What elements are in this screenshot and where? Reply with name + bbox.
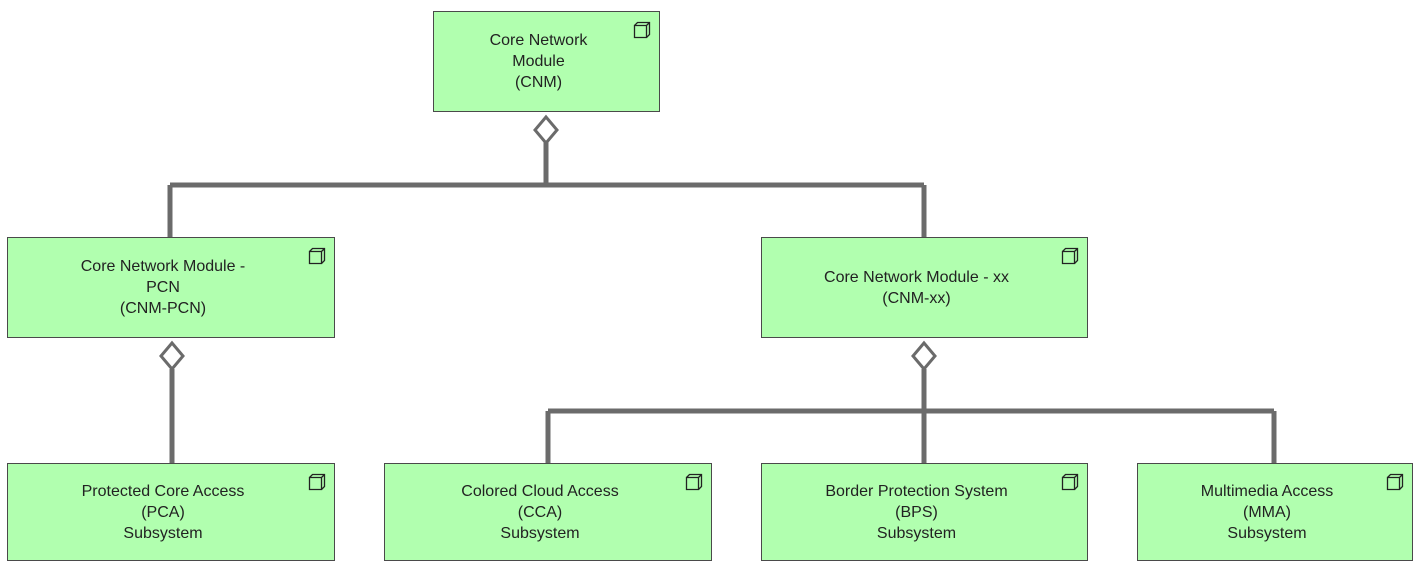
- node-cca[interactable]: Colored Cloud Access (CCA) Subsystem: [384, 463, 712, 561]
- node-label-line: Multimedia Access: [1200, 482, 1334, 500]
- node-label: Core Network Module (CNM): [484, 30, 610, 93]
- node-label-line: (BPS): [895, 503, 938, 521]
- node-label-line: (PCA): [141, 503, 185, 521]
- node-label: Core Network Module - xx (CNM-xx): [818, 267, 1031, 309]
- aggregation-cnm-pcn[interactable]: [159, 340, 185, 464]
- node-label-line: Core Network Module - xx: [824, 268, 1009, 286]
- component-box-icon: [1386, 473, 1404, 491]
- node-cnm[interactable]: Core Network Module (CNM): [433, 11, 660, 112]
- node-label-line: Border Protection System: [825, 482, 1008, 500]
- component-box-icon: [685, 473, 703, 491]
- node-cnm-xx[interactable]: Core Network Module - xx (CNM-xx): [761, 237, 1088, 338]
- aggregation-cnm-xx[interactable]: [545, 340, 1277, 464]
- node-label-line: Subsystem: [500, 524, 580, 542]
- node-bps[interactable]: Border Protection System (BPS) Subsystem: [761, 463, 1088, 561]
- node-label-line: (MMA): [1243, 503, 1291, 521]
- node-label-line: (CNM): [514, 74, 563, 91]
- node-mma[interactable]: Multimedia Access (MMA) Subsystem: [1137, 463, 1413, 561]
- node-label-line: (CNM-PCN): [119, 300, 207, 317]
- component-box-icon: [308, 247, 326, 265]
- node-label-line: Subsystem: [123, 524, 203, 542]
- node-label-line: Subsystem: [1227, 524, 1307, 542]
- node-pca[interactable]: Protected Core Access (PCA) Subsystem: [7, 463, 335, 561]
- component-box-icon: [1061, 247, 1079, 265]
- node-label: Core Network Module - PCN (CNM-PCN): [75, 256, 268, 319]
- node-label: Protected Core Access (PCA) Subsystem: [76, 481, 267, 544]
- component-box-icon: [308, 473, 326, 491]
- node-label-line: Protected Core Access: [81, 482, 245, 500]
- aggregation-diamond: [159, 340, 185, 372]
- node-label-line: PCN: [146, 279, 180, 296]
- node-label-line: Subsystem: [876, 524, 957, 542]
- aggregation-cnm[interactable]: [167, 114, 927, 238]
- component-box-icon: [633, 21, 651, 39]
- node-label: Colored Cloud Access (CCA) Subsystem: [455, 481, 640, 544]
- node-label: Multimedia Access (MMA) Subsystem: [1195, 481, 1356, 544]
- aggregation-diamond: [533, 114, 559, 146]
- node-label-line: Core Network Module -: [80, 258, 246, 275]
- node-label-line: (CNM-xx): [882, 289, 951, 307]
- node-cnm-pcn[interactable]: Core Network Module - PCN (CNM-PCN): [7, 237, 335, 338]
- node-label-line: (CCA): [517, 503, 563, 521]
- node-label-line: Colored Cloud Access: [461, 482, 619, 500]
- node-label-line: Module: [512, 53, 565, 70]
- aggregation-diamond: [911, 340, 937, 372]
- component-box-icon: [1061, 473, 1079, 491]
- node-label-line: Core Network: [489, 32, 588, 49]
- node-label: Border Protection System (BPS) Subsystem: [819, 481, 1029, 544]
